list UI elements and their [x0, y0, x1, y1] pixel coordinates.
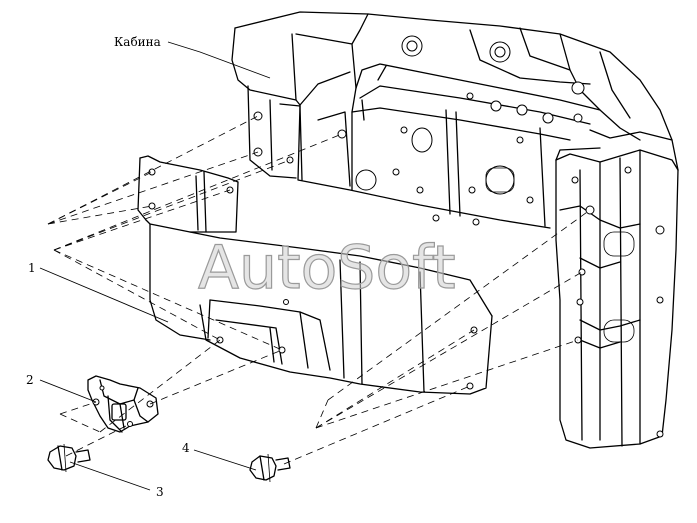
watermark-text: AutoSoft: [198, 233, 456, 303]
part-3-bolt: [47, 443, 91, 473]
label-cabin: Кабина: [114, 35, 161, 49]
part-2-bracket: [87, 375, 159, 433]
label-item-1: 1: [28, 261, 36, 275]
label-item-2: 2: [26, 373, 34, 387]
label-item-4: 4: [182, 441, 190, 455]
part-4-bolt: [249, 453, 291, 483]
assembly-lines: [47, 115, 591, 465]
cabin-structure: [231, 11, 679, 449]
leader-lines: [39, 41, 271, 491]
label-item-3: 3: [156, 485, 164, 499]
